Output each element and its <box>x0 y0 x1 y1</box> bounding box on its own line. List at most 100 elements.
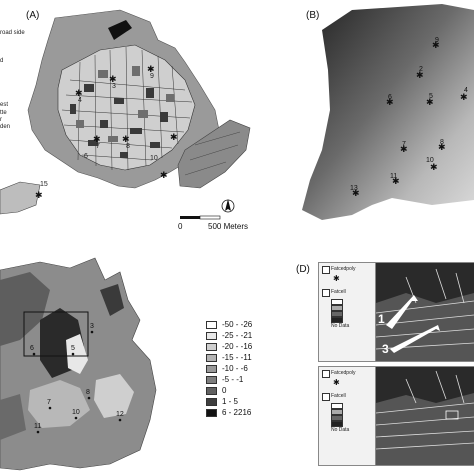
gis-window-bottom: Fatcedpoly ✱ Fatcell No Data <box>318 366 474 466</box>
svg-text:8: 8 <box>126 143 130 150</box>
legend-label: -50 - -26 <box>222 320 253 329</box>
panel-c-marker-3: 7 <box>47 399 51 406</box>
svg-text:✱: ✱ <box>35 190 43 200</box>
svg-text:✱: ✱ <box>426 97 434 107</box>
legend-label: 0 <box>222 386 227 395</box>
legend-swatch <box>331 415 343 421</box>
legend-swatch <box>206 365 217 373</box>
svg-text:7: 7 <box>96 143 100 150</box>
point-symbol-icon: ✱ <box>333 378 340 387</box>
legend-swatch <box>206 409 217 417</box>
legend-swatch <box>206 354 217 362</box>
legend: -50 - -26 -25 - -21 -20 - -16 -15 - -11 … <box>206 320 296 420</box>
panel-a-side-text-4: tte <box>0 110 7 116</box>
panel-b-label: (B) <box>306 10 320 21</box>
svg-text:✱: ✱ <box>109 74 117 84</box>
legend-swatch <box>206 321 217 329</box>
panel-b-map: ✱✱✱ ✱✱✱ ✱✱✱ ✱ 2 9 5 4 7 8 10 11 13 6 <box>302 4 474 220</box>
scale-bar-end: 500 Meters <box>208 222 249 231</box>
legend-label: -25 - -21 <box>222 331 253 340</box>
legend-swatch <box>206 332 217 340</box>
scale-bar-start: 0 <box>178 222 183 231</box>
panel-b-marker-6: 10 <box>426 157 434 164</box>
panel-c-marker-4: 8 <box>86 389 90 396</box>
legend-swatch <box>206 343 217 351</box>
svg-text:✱: ✱ <box>432 40 440 50</box>
panel-c-marker-2: 5 <box>71 345 75 352</box>
legend-label: 1 - 5 <box>222 397 239 406</box>
svg-text:15: 15 <box>40 181 48 188</box>
legend-swatch <box>331 299 343 305</box>
legend-label: -20 - -16 <box>222 342 253 351</box>
layer-name-fatcedpoly[interactable]: Fatcedpoly <box>331 370 356 376</box>
layer-name-fatcell[interactable]: Fatcell <box>331 289 346 295</box>
panel-a: (A) road side d est tte r den <box>0 0 280 240</box>
panel-d: (D) Fatcedpoly ✱ Fatcell No Data 1 3 <box>296 258 474 474</box>
legend-swatch <box>331 403 343 409</box>
arrow-label-3: 3 <box>382 342 389 356</box>
svg-text:4: 4 <box>78 97 82 104</box>
legend-swatch <box>331 305 343 311</box>
svg-text:✱: ✱ <box>160 170 168 180</box>
legend-swatch <box>331 311 343 317</box>
svg-text:✱: ✱ <box>352 188 360 198</box>
panel-b-marker-7: 11 <box>390 173 397 180</box>
panel-c-marker-6: 12 <box>116 411 124 418</box>
gis-map-bottom[interactable] <box>376 367 474 465</box>
checkbox-icon[interactable] <box>322 393 330 401</box>
panel-b-marker-1: 9 <box>435 37 439 44</box>
legend-swatch <box>206 387 217 395</box>
svg-text:✱: ✱ <box>170 132 178 142</box>
svg-text:✱: ✱ <box>416 70 424 80</box>
panel-a-side-text-6: den <box>0 124 11 130</box>
panel-b-marker-4: 7 <box>402 141 406 148</box>
svg-text:✱: ✱ <box>122 134 130 144</box>
panel-b-marker-0: 2 <box>419 66 423 73</box>
legend-swatch <box>206 398 217 406</box>
panel-b: (B) ✱✱✱ ✱✱✱ ✱✱✱ ✱ 2 9 5 4 7 8 10 11 13 <box>292 0 474 240</box>
panel-c: 3 6 5 7 8 10 12 11 -50 - -26 -25 - -21 -… <box>0 250 300 474</box>
svg-text:✱: ✱ <box>93 134 101 144</box>
checkbox-icon[interactable] <box>322 289 330 297</box>
panel-c-marker-1: 6 <box>30 345 34 352</box>
svg-text:✱: ✱ <box>438 142 446 152</box>
north-arrow-icon <box>221 199 235 213</box>
svg-text:✱: ✱ <box>147 64 155 74</box>
legend-swatch <box>331 317 343 323</box>
panel-b-marker-8: 13 <box>350 185 358 192</box>
svg-text:✱: ✱ <box>75 88 83 98</box>
svg-text:✱: ✱ <box>386 97 394 107</box>
panel-d-label: (D) <box>296 264 310 275</box>
legend-label: 6 - 2216 <box>222 408 252 417</box>
svg-text:✱: ✱ <box>400 144 408 154</box>
checkbox-icon[interactable] <box>322 266 330 274</box>
panel-b-marker-9: 6 <box>388 94 392 101</box>
legend-swatch <box>331 409 343 415</box>
panel-c-marker-5: 10 <box>72 409 80 416</box>
toc-pane: Fatcedpoly ✱ Fatcell No Data <box>319 367 376 465</box>
legend-swatch <box>331 421 343 427</box>
gis-window-top: Fatcedpoly ✱ Fatcell No Data 1 3 <box>318 262 474 362</box>
panel-b-marker-2: 5 <box>429 93 433 100</box>
svg-text:✱: ✱ <box>460 92 468 102</box>
checkbox-icon[interactable] <box>322 370 330 378</box>
svg-text:10: 10 <box>150 155 158 162</box>
toc-pane: Fatcedpoly ✱ Fatcell No Data <box>319 263 376 361</box>
layer-name-fatcell[interactable]: Fatcell <box>331 393 346 399</box>
arrow-label-1: 1 <box>378 312 385 326</box>
panel-c-map: 3 6 5 7 8 10 12 11 <box>0 257 157 471</box>
panel-c-marker-7: 11 <box>34 423 41 430</box>
layer-name-fatcedpoly[interactable]: Fatcedpoly <box>331 266 356 272</box>
svg-text:3: 3 <box>112 83 116 90</box>
point-symbol-icon: ✱ <box>333 274 340 283</box>
svg-text:9: 9 <box>150 73 154 80</box>
panel-a-side-text-5: r <box>0 117 2 123</box>
legend-label: -15 - -11 <box>222 353 252 362</box>
svg-text:✱: ✱ <box>392 176 400 186</box>
panel-a-side-text-2: d <box>0 58 4 64</box>
gis-map-top[interactable]: 1 3 <box>376 263 474 361</box>
panel-b-marker-5: 8 <box>440 139 444 146</box>
legend-label: -5 - -1 <box>222 375 244 384</box>
nodata-label: No Data <box>331 323 350 329</box>
